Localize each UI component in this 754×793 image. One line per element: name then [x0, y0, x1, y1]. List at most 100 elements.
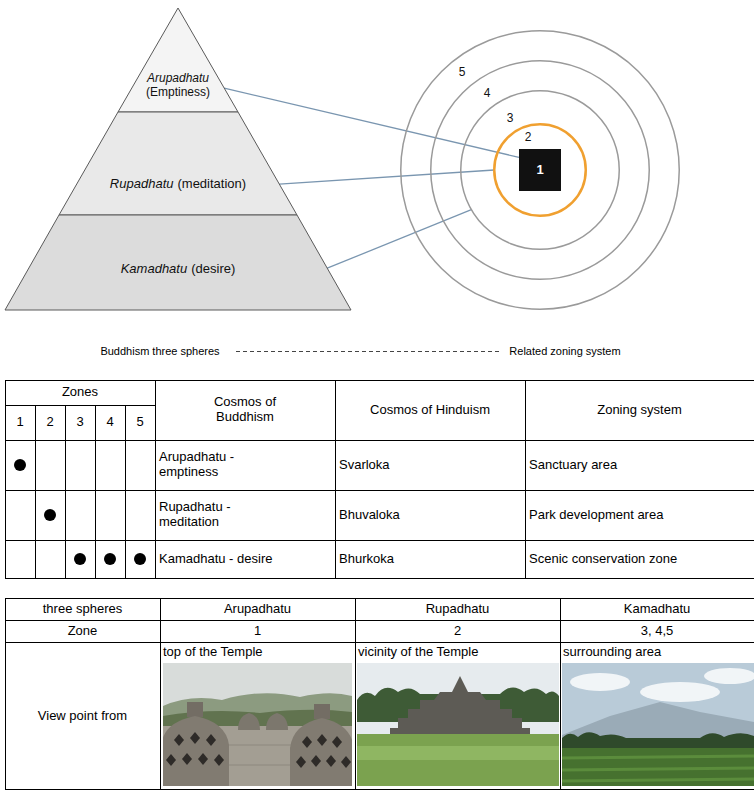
photo-temple [390, 676, 530, 738]
stupa-hole [182, 753, 192, 765]
pyramid-band-shape [5, 215, 351, 310]
stupa-hole [302, 736, 312, 748]
table-header: Zoning system [525, 380, 754, 440]
table-cell: Park development area [529, 490, 751, 540]
zone-dots [14, 459, 146, 565]
sphere-name: Rupadhatu [110, 176, 174, 192]
photo-stupa-top [314, 704, 330, 719]
zone-number: 5 [455, 64, 469, 80]
zone-number: 5 [125, 405, 155, 440]
dashed-separator [236, 351, 500, 352]
photo-lawn-stripe [357, 746, 559, 760]
table-rule [5, 380, 754, 381]
zone-dot [104, 553, 116, 565]
zone-number: 2 [521, 129, 535, 145]
photo-stupa-top [187, 702, 203, 717]
sphere-meaning: (meditation) [177, 176, 246, 192]
photo-stupa [290, 718, 352, 786]
stupa-hole [332, 736, 342, 748]
table-header: Zones [5, 380, 155, 405]
zone-dot [134, 553, 146, 565]
stupa-hole [174, 734, 184, 746]
leader-line [224, 88, 519, 157]
zone-dot [44, 509, 56, 521]
zone-ring: 4321 [430, 60, 650, 280]
zone-number: 2 [35, 405, 65, 440]
table-cell: top of the Temple [163, 642, 353, 662]
photo-cloud [640, 682, 720, 702]
photo-stupa-holes [296, 734, 351, 768]
zone-ring: 321 [460, 90, 620, 250]
sphere-meaning: (Emptiness) [146, 85, 210, 99]
table-rule [5, 620, 754, 621]
zone-number: 3 [65, 405, 95, 440]
table-cell: Scenic conservation zone [529, 540, 751, 578]
photo-field-rows [562, 756, 754, 781]
zone-number: 1 [5, 405, 35, 440]
caption-text: Buddhism three spheres [60, 342, 260, 360]
table-rule [5, 540, 754, 541]
table-cell: vicinity of the Temple [358, 642, 558, 662]
table-rule [5, 380, 6, 579]
table-rule [355, 598, 356, 790]
table-header: three spheres [5, 598, 160, 620]
zone-ring-line [431, 61, 650, 280]
table-rule [5, 789, 754, 790]
leader-line [327, 210, 471, 269]
photo-far-stupa [266, 713, 288, 730]
photo-cloud [570, 673, 630, 691]
table-header: Cosmos of Hinduism [335, 380, 525, 440]
spheres-table-grid [5, 598, 754, 790]
table-rule [335, 380, 336, 579]
table-rule [5, 490, 754, 491]
zone-dot [14, 459, 26, 471]
zone-number: 3 [503, 110, 517, 126]
zone-dot [74, 553, 86, 565]
square-text-group: 1 [519, 149, 561, 191]
zone-ring-line [494, 124, 586, 216]
table-rule [5, 598, 754, 599]
sphere-meaning: (desire) [191, 261, 235, 277]
photo-temple-top [163, 663, 352, 786]
sanctuary-square-fill [519, 149, 561, 191]
table-rule [65, 405, 66, 579]
photo-temple-vicinity [357, 663, 559, 786]
table-rule [155, 380, 156, 579]
band-text-group: Kamadhatu(desire) [5, 215, 351, 310]
photo-trees [562, 732, 754, 750]
table-rule [35, 405, 36, 579]
table-cell: Bhuvaloka [339, 490, 521, 540]
table-cell: View point from [5, 642, 160, 790]
table-rule [95, 405, 96, 579]
table-cell: 3, 4,5 [560, 620, 754, 642]
table-cell: Rupadhatu - meditation [159, 490, 287, 540]
stupa-hole [317, 734, 327, 746]
photo-stupa [163, 716, 229, 786]
table-rule [5, 578, 754, 579]
zone-ring-line [461, 91, 620, 250]
pyramid-band-shape [59, 112, 297, 215]
zone-number: 4 [480, 85, 494, 101]
table-header: Cosmos of Buddhism [190, 380, 300, 440]
sanctuary-square: 1 [519, 149, 561, 191]
zone-ring: 21 [493, 123, 587, 217]
sphere-band: Rupadhatu(meditation) [59, 112, 297, 215]
caption-text: Related zoning system [480, 342, 650, 360]
table-cell: Bhurkoka [339, 540, 521, 578]
sphere-band: Arupadhatu(Emptiness) [118, 8, 238, 112]
pyramid-band-shape [118, 8, 238, 112]
table-header: Arupadhatu [160, 598, 355, 620]
table-cell: surrounding area [563, 642, 753, 662]
sphere-band: Kamadhatu(desire) [5, 215, 351, 310]
table-rule [5, 642, 754, 643]
photo-far-stupa [238, 713, 260, 730]
table-cell: 2 [355, 620, 560, 642]
table-rule [5, 598, 6, 790]
table-header: Kamadhatu [560, 598, 754, 620]
stupa-hole [296, 756, 306, 768]
zone-ring: 54321 [400, 30, 680, 310]
stupa-hole [190, 732, 200, 744]
